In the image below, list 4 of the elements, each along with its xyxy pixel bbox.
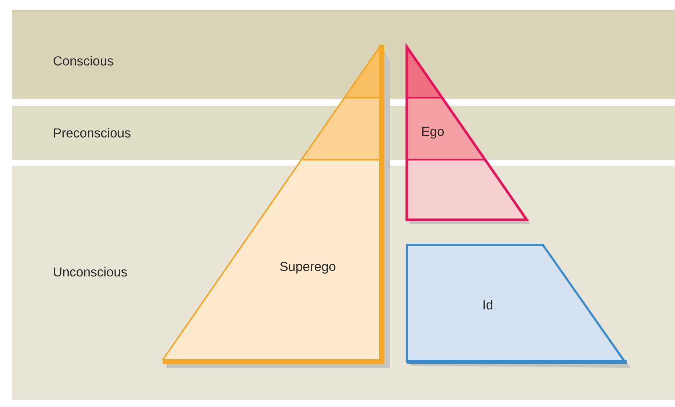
band: Conscious [12,10,675,99]
id-trapezoid: Id [406,244,631,368]
ego-triangle: Ego [406,43,530,224]
superego-triangle: Superego [162,45,390,368]
